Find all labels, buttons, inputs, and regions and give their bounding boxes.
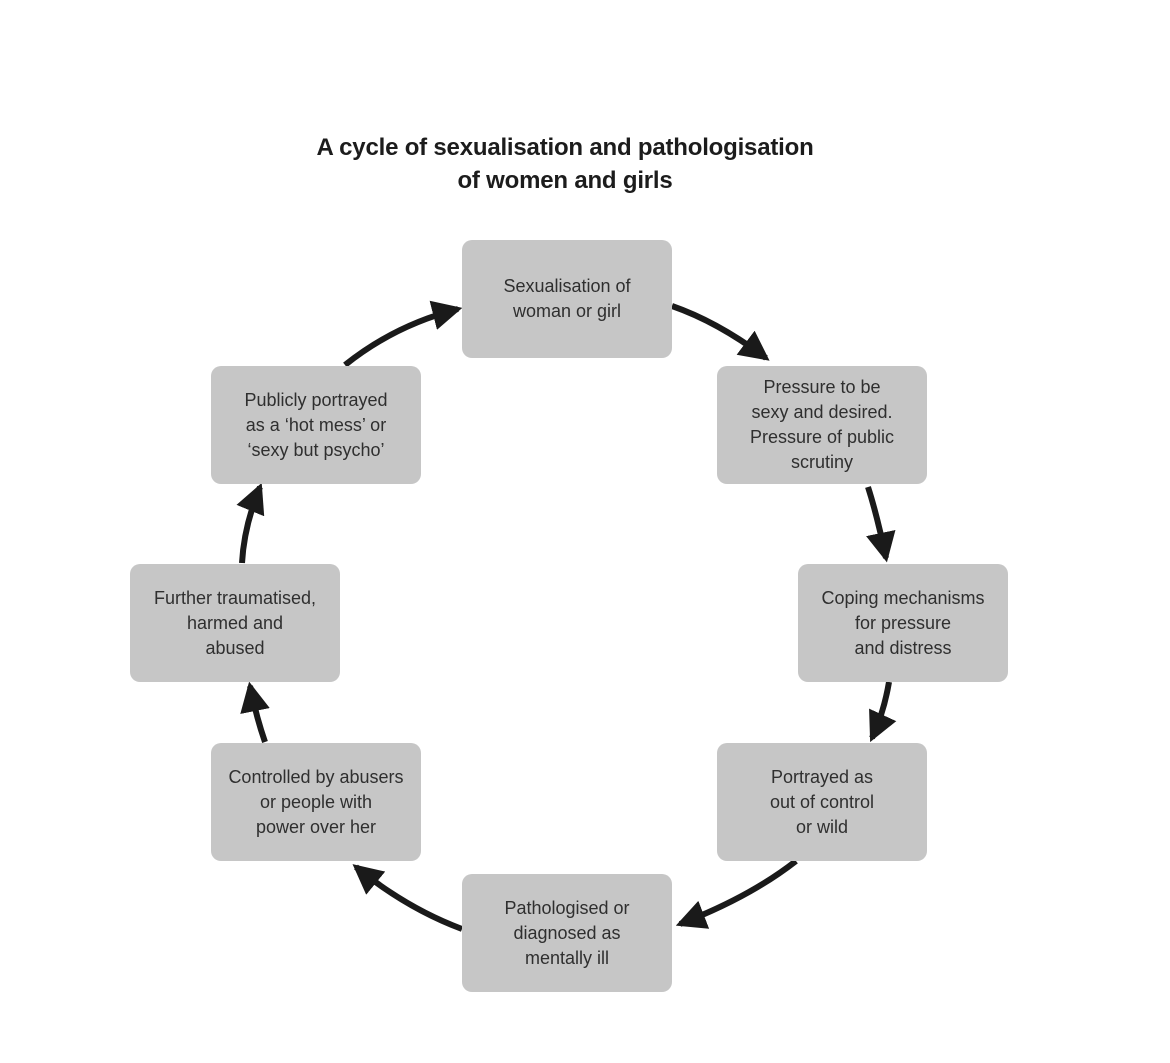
- node-text-line: Publicly portrayed: [244, 389, 388, 410]
- node-pressure: Pressure to be sexy and desired. Pressur…: [717, 366, 927, 484]
- node-text-line: Controlled by abusers: [228, 766, 404, 787]
- node-text-line: for pressure: [854, 612, 952, 633]
- node-further-traumatised: Further traumatised, harmed and abused: [130, 564, 340, 682]
- node-text-line: power over her: [255, 816, 377, 837]
- node-text-line: scrutiny: [790, 452, 853, 472]
- arrow-portrayed-to-pathologised: [675, 858, 798, 929]
- arrow-controlled-to-traumatised: [240, 681, 270, 743]
- node-text-line: woman or girl: [512, 301, 622, 321]
- node-text-line: sexy and desired.: [751, 402, 893, 422]
- node-portrayed-out-of-control: Portrayed as out of control or wild: [717, 743, 927, 861]
- node-text-line: Further traumatised,: [153, 587, 317, 608]
- node-text-line: harmed and: [186, 612, 284, 633]
- node-text-line: Coping mechanisms: [821, 587, 985, 608]
- node-text-line: out of control: [769, 791, 875, 812]
- diagram-title-line-2: of women and girls: [457, 167, 673, 194]
- node-text-line: Pressure of public: [749, 427, 895, 447]
- arrow-pathologised-to-controlled: [352, 864, 464, 932]
- diagram-title-line-1: A cycle of sexualisation and pathologisa…: [316, 134, 814, 161]
- node-text-line: Portrayed as: [770, 766, 874, 787]
- node-text-line: diagnosed as: [513, 922, 621, 943]
- node-controlled-by-abusers: Controlled by abusers or people with pow…: [211, 743, 421, 861]
- node-pathologised: Pathologised or diagnosed as mentally il…: [462, 874, 672, 992]
- node-text-line: Pressure to be: [763, 377, 881, 397]
- arrow-pressure-to-coping: [865, 486, 896, 563]
- node-coping-mechanisms: Coping mechanisms for pressure and distr…: [798, 564, 1008, 682]
- arrow-traumatised-to-portrayed: [236, 482, 265, 564]
- node-text-line: or wild: [795, 816, 848, 837]
- node-text-line: or people with: [259, 791, 373, 812]
- node-text-line: as a ‘hot mess’ or: [245, 414, 387, 435]
- node-text-line: Sexualisation of: [503, 276, 631, 296]
- node-publicly-portrayed: Publicly portrayed as a ‘hot mess’ or ‘s…: [211, 366, 421, 484]
- node-text-line: and distress: [854, 637, 952, 658]
- node-text-line: ‘sexy but psycho’: [247, 439, 385, 460]
- node-text-line: mentally ill: [524, 947, 610, 968]
- arrow-sexualisation-to-pressure: [671, 303, 770, 361]
- arrow-coping-to-portrayed: [869, 681, 897, 743]
- arrow-portrayed-to-sexualisation: [343, 300, 463, 368]
- node-sexualisation: Sexualisation of woman or girl: [462, 240, 672, 358]
- node-text-line: abused: [205, 637, 265, 658]
- node-text-line: Pathologised or: [504, 897, 630, 918]
